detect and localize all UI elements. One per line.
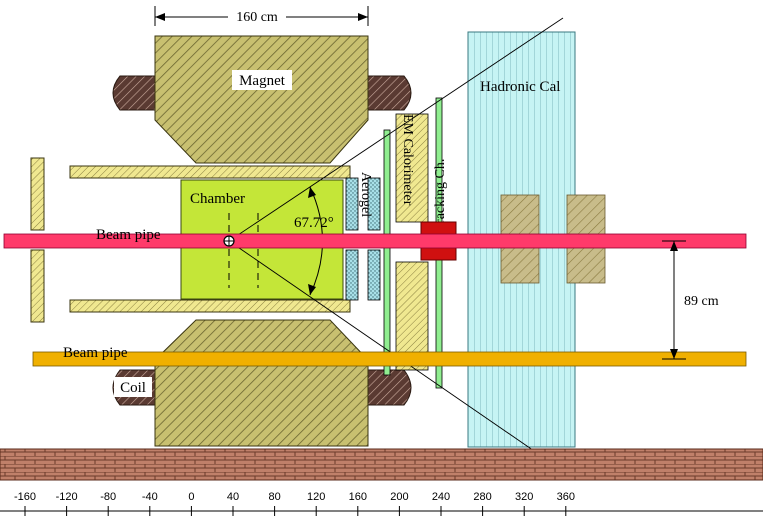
tracking-ch-label: Tracking Ch. (433, 159, 448, 232)
axis-tick-label: 200 (390, 491, 408, 503)
dimension-right-label: 89 cm (684, 294, 719, 309)
axis-tick-label: 320 (515, 491, 533, 503)
magnet-label: Magnet (239, 73, 286, 89)
axis-tick-label: -160 (14, 491, 36, 503)
beam-pipe-lower-label: Beam pipe (63, 345, 128, 361)
axis-tick-label: 40 (227, 491, 239, 503)
end-plate-lower (30, 249, 45, 323)
beam-pipe-lower (32, 351, 747, 367)
coil-upper-right (367, 75, 412, 111)
aerogel-label: Aerogel (358, 172, 373, 217)
aerogel-lower-2 (367, 249, 381, 301)
axis-tick-label: 280 (473, 491, 491, 503)
chamber-label: Chamber (190, 191, 245, 207)
axis-tick-label: 240 (432, 491, 450, 503)
em-calorimeter-upper (395, 113, 429, 223)
aerogel-upper-1 (345, 177, 359, 231)
floor (0, 448, 763, 481)
axis-tick-label: 80 (268, 491, 280, 503)
axis-tick-label: -80 (100, 491, 116, 503)
pole-plate-lower (69, 299, 351, 313)
angle-label: 67.72° (294, 215, 334, 231)
magnet-upper (154, 35, 369, 164)
pole-plate-upper (69, 165, 351, 179)
aerogel-lower-1 (345, 249, 359, 301)
acceptance-line-lower (228, 240, 541, 456)
end-plate-upper (30, 157, 45, 231)
axis-tick-label: 0 (188, 491, 194, 503)
beam-pipe-upper-label: Beam pipe (96, 227, 161, 243)
em-calorimeter-label: EM Calorimeter (400, 114, 415, 206)
tracking-strip-1 (383, 129, 391, 376)
axis-tick-label: 360 (557, 491, 575, 503)
axis-tick-label: -120 (56, 491, 78, 503)
axis-tick-label: 120 (307, 491, 325, 503)
x-axis: -160 -120 -80 -40 0 40 80 120 160 200 240 280 320 360 (0, 491, 763, 516)
dimension-89cm: 89 cm (662, 240, 719, 360)
acceptance-line-upper (228, 17, 564, 242)
coil-label: Coil (120, 380, 146, 396)
beam-pipe-upper (3, 233, 747, 249)
axis-tick-label: -40 (142, 491, 158, 503)
dimension-160cm: 160 cm (154, 6, 369, 26)
coil-upper-left (112, 75, 156, 111)
coil-lower-right (367, 369, 412, 406)
aerogel-upper-2 (367, 177, 381, 231)
dimension-top-label: 160 cm (236, 10, 278, 25)
hadronic-cal-label: Hadronic Cal (480, 79, 560, 95)
axis-tick-label: 160 (349, 491, 367, 503)
magnet-lower (154, 319, 369, 447)
